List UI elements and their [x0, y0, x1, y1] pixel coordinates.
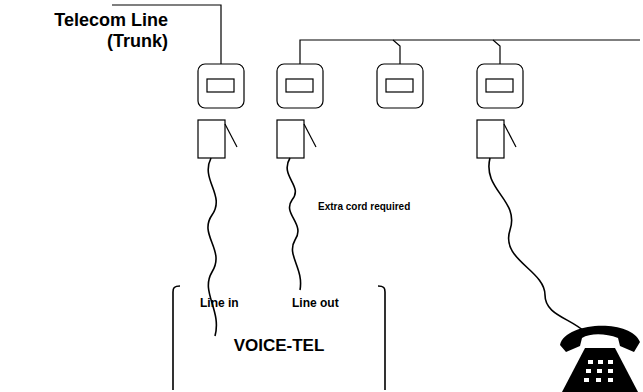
wall-socket — [198, 64, 244, 158]
phone-lines — [112, 5, 640, 64]
extension-drop — [493, 40, 500, 64]
cord — [489, 158, 585, 332]
note-label: Extra cord required — [318, 201, 458, 213]
device-name: VOICE-TEL — [234, 336, 325, 356]
extension-wire — [300, 40, 640, 64]
wall-socket — [277, 64, 323, 158]
wall-sockets — [198, 64, 523, 158]
device-bracket: Line in Line outVOICE-TEL — [170, 284, 388, 392]
port-label: Line out — [292, 297, 339, 311]
telephone-icon — [560, 326, 640, 392]
port-label: Line in — [200, 297, 239, 311]
cord — [287, 158, 300, 290]
extension-drop — [393, 40, 400, 64]
wall-socket — [377, 64, 423, 108]
trunk-label: Telecom Line (Trunk) — [18, 10, 168, 51]
cords — [208, 158, 585, 336]
wall-socket — [477, 64, 523, 158]
